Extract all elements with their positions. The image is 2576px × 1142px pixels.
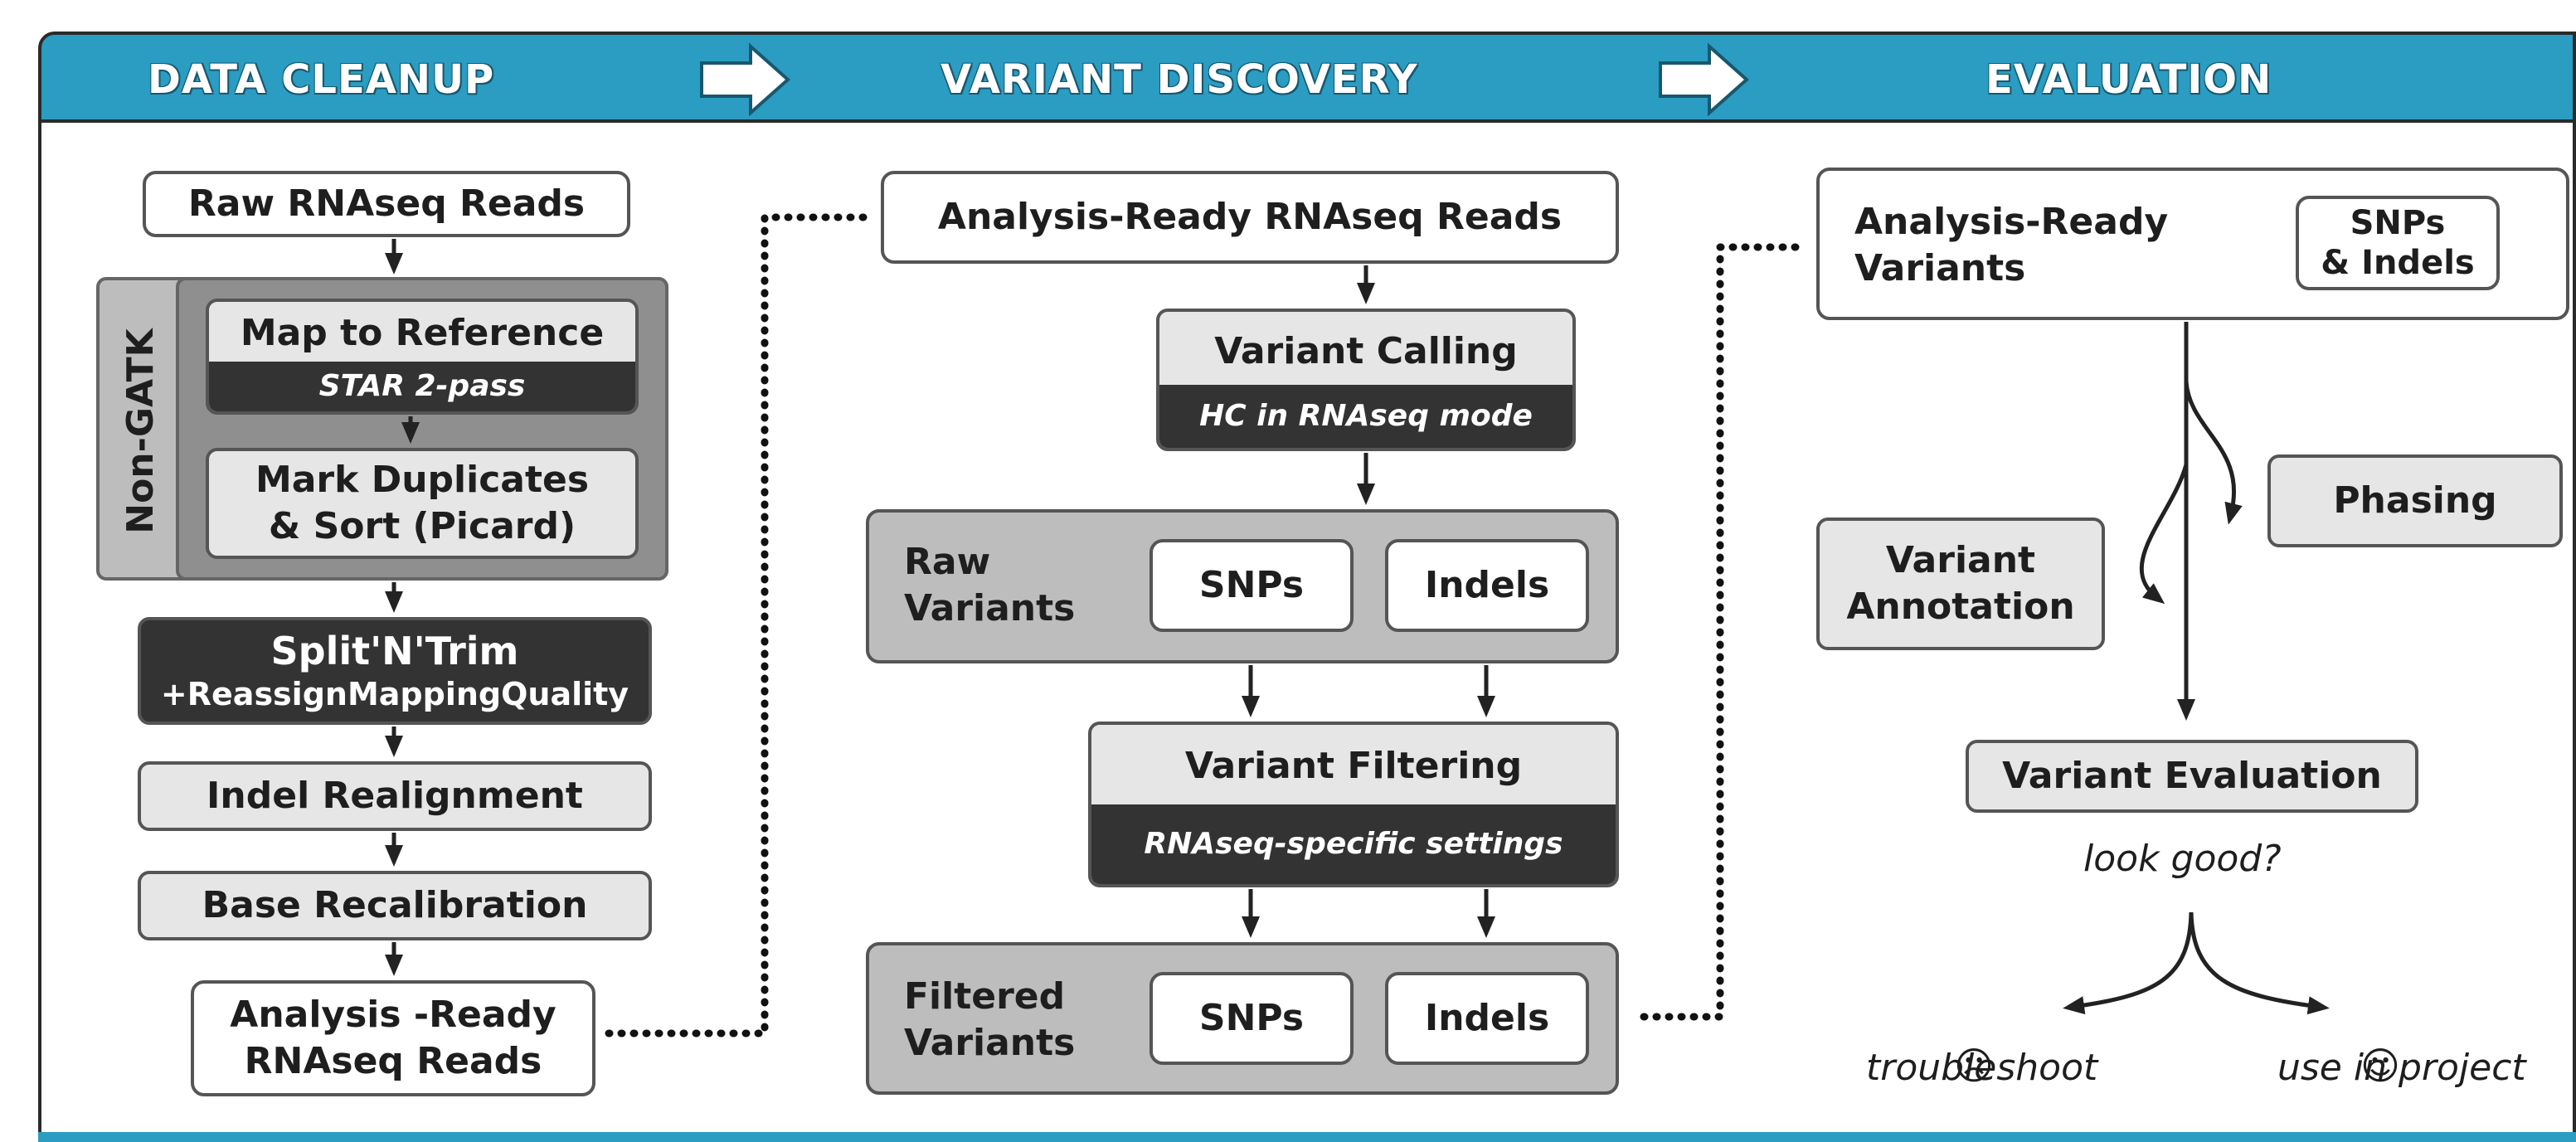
- fork-use-in-project: [2189, 911, 2330, 1015]
- analysis-ready-label: Analysis -Ready: [230, 994, 557, 1036]
- base-recalibration-label: Base Recalibration: [202, 884, 588, 926]
- stage-arrow-1: [700, 42, 791, 117]
- snps-indels-box: SNPs & Indels: [2296, 196, 2500, 290]
- variants-word-2: Variants: [904, 1022, 1076, 1064]
- variant-word: Variant: [1885, 539, 2036, 581]
- variant-evaluation-box: Variant Evaluation: [1966, 740, 2418, 813]
- variant-calling-label: Variant Calling: [1214, 330, 1518, 372]
- variants-word: Variants: [904, 587, 1076, 629]
- analysis-ready-reads-box-discovery: Analysis-Ready RNAseq Reads: [881, 171, 1619, 264]
- stage-title-data-cleanup: DATA CLEANUP: [148, 56, 495, 103]
- phasing-label: Phasing: [2333, 479, 2497, 522]
- annotation-word: Annotation: [1846, 586, 2075, 628]
- dotted-discovery-to-evaluation: [1640, 243, 1806, 1021]
- variant-filtering-label: Variant Filtering: [1184, 745, 1523, 787]
- footer-bar: [38, 1132, 2576, 1142]
- raw-variants-label: Raw Variants: [904, 539, 1075, 632]
- filtered-variants-label: Filtered Variants: [904, 974, 1075, 1067]
- snps-word: SNPs: [2350, 204, 2446, 242]
- dotted-cleanup-to-discovery: [605, 213, 868, 1038]
- and-indels-word: & Indels: [2321, 244, 2475, 282]
- raw-rnaseq-reads-box: Raw RNAseq Reads: [143, 171, 630, 237]
- base-recalibration-box: Base Recalibration: [138, 871, 652, 940]
- happy-face-icon: ☺: [2360, 1043, 2400, 1088]
- stage-title-evaluation: EVALUATION: [1985, 56, 2272, 103]
- mark-duplicates-box: Mark Duplicates & Sort (Picard): [206, 448, 639, 559]
- mark-duplicates-label: Mark Duplicates: [255, 459, 590, 501]
- raw-indels-label: Indels: [1424, 564, 1550, 606]
- filtered-indels-box: Indels: [1385, 972, 1589, 1065]
- filtered-word: Filtered: [904, 975, 1066, 1018]
- use-in-project-label: use in project: [2277, 1047, 2526, 1089]
- fork-troubleshoot: [2063, 911, 2194, 1015]
- hc-rnaseq-mode-label: HC in RNAseq mode: [1159, 385, 1572, 448]
- analysis-ready-rnaseq-reads-label: Analysis-Ready RNAseq Reads: [937, 196, 1563, 238]
- rnaseq-reads-label: RNAseq Reads: [244, 1040, 542, 1082]
- branch-to-phasing: [2184, 381, 2243, 525]
- sad-face-icon: ☹: [1954, 1043, 1994, 1088]
- rnaseq-specific-settings-label: RNAseq-specific settings: [1091, 804, 1616, 884]
- stage-arrow-2: [1659, 42, 1750, 117]
- split-n-trim-label: Split'N'Trim: [270, 629, 519, 673]
- analysis-ready-reads-box-cleanup: Analysis -Ready RNAseq Reads: [191, 980, 595, 1096]
- map-to-reference-box: Map to Reference STAR 2-pass: [206, 299, 639, 415]
- raw-snps-label: SNPs: [1198, 564, 1305, 606]
- look-good-question: look good?: [2083, 838, 2282, 880]
- filtered-snps-label: SNPs: [1198, 997, 1305, 1039]
- analysis-ready-variants-label: Analysis-Ready Variants: [1854, 199, 2168, 292]
- filtered-indels-label: Indels: [1424, 997, 1550, 1039]
- split-n-trim-box: Split'N'Trim +ReassignMappingQuality: [138, 617, 652, 725]
- sort-picard-label: & Sort (Picard): [268, 505, 576, 547]
- raw-snps-box: SNPs: [1149, 539, 1354, 632]
- branch-to-annotation: [2139, 464, 2189, 605]
- troubleshoot-label: troubleshoot: [1866, 1047, 2098, 1089]
- raw-rnaseq-reads-label: Raw RNAseq Reads: [187, 182, 586, 225]
- map-to-reference-label: Map to Reference: [240, 312, 605, 354]
- stage-title-variant-discovery: VARIANT DISCOVERY: [940, 56, 1418, 103]
- filtered-snps-box: SNPs: [1149, 972, 1354, 1065]
- raw-indels-box: Indels: [1385, 539, 1589, 632]
- phasing-box: Phasing: [2267, 454, 2563, 547]
- analysis-ready-word: Analysis-Ready: [1854, 201, 2169, 243]
- star-2pass-label: STAR 2-pass: [209, 362, 635, 411]
- variant-annotation-box: Variant Annotation: [1816, 518, 2105, 650]
- indel-realignment-label: Indel Realignment: [207, 775, 583, 817]
- header-bar: [38, 32, 2576, 123]
- variants-word-3: Variants: [1854, 247, 2026, 289]
- variant-filtering-box: Variant Filtering RNAseq-specific settin…: [1088, 722, 1619, 887]
- variant-calling-box: Variant Calling HC in RNAseq mode: [1156, 309, 1576, 451]
- raw-word: Raw: [904, 541, 991, 583]
- reassign-mapping-quality-label: +ReassignMappingQuality: [160, 676, 629, 712]
- variant-evaluation-label: Variant Evaluation: [2002, 755, 2382, 797]
- indel-realignment-box: Indel Realignment: [138, 761, 652, 831]
